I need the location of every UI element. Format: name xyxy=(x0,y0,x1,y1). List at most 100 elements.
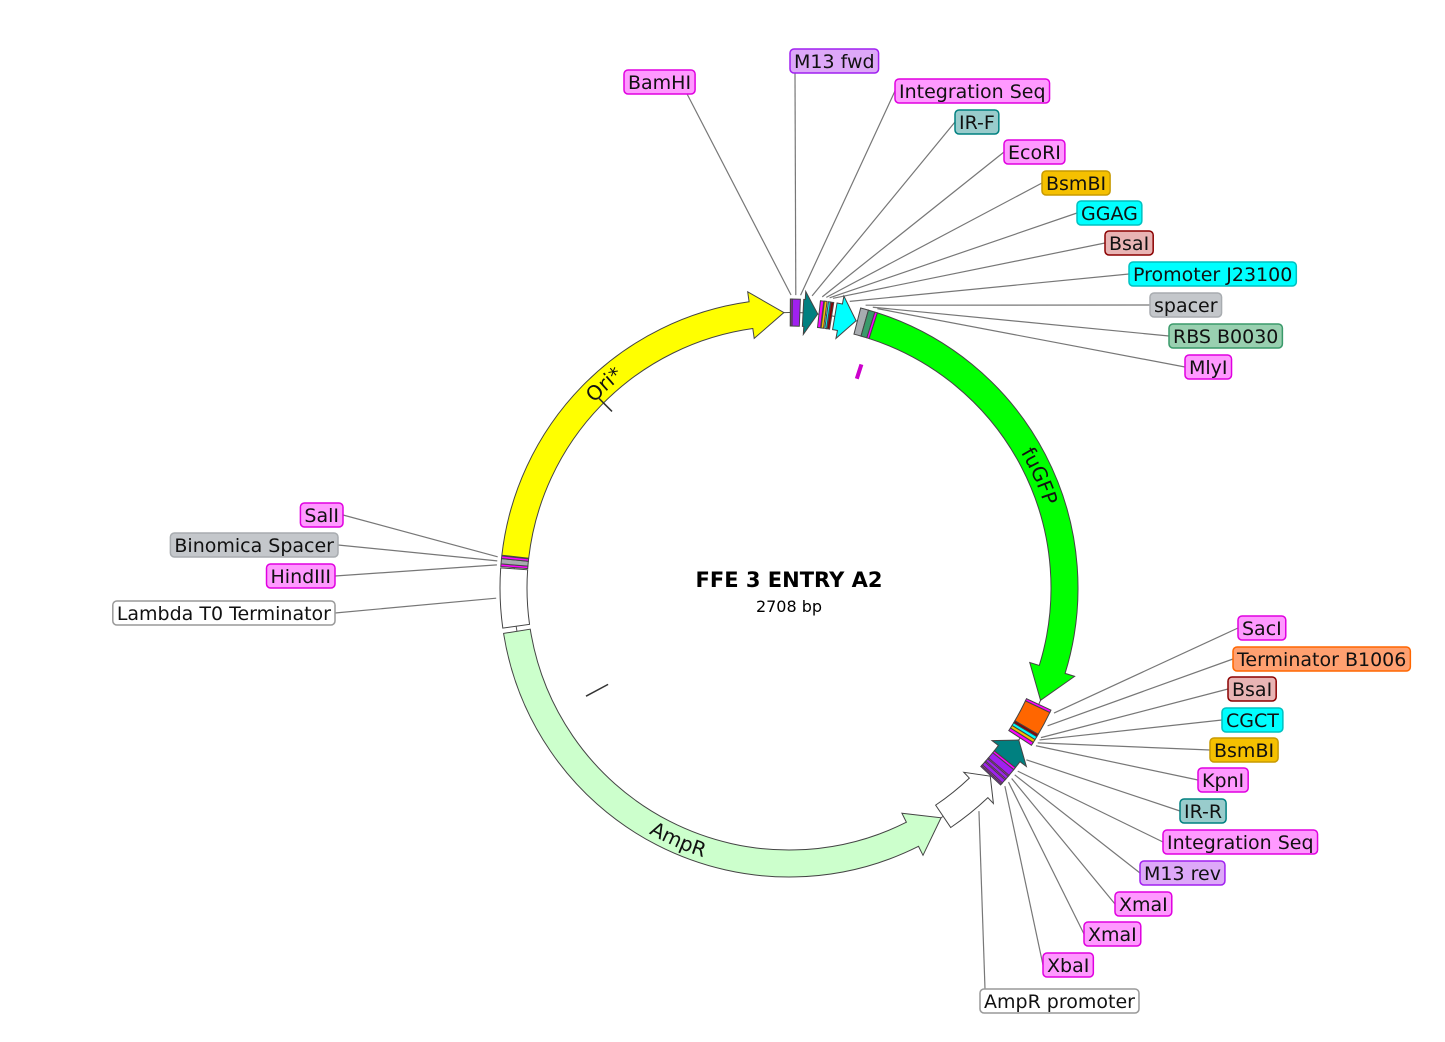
leader-line xyxy=(1053,627,1239,714)
feature-kpni[interactable] xyxy=(1008,727,1034,746)
plasmid-length: 2708 bp xyxy=(756,597,822,616)
annotation-mlyi[interactable]: MlyI xyxy=(1184,354,1233,380)
annotation-text: SalI xyxy=(304,505,339,527)
annotation-binomica-spacer[interactable]: Binomica Spacer xyxy=(169,532,339,558)
annotation-ir-r[interactable]: IR-R xyxy=(1179,798,1227,824)
position-tick xyxy=(597,396,613,412)
leader-line xyxy=(686,93,792,296)
leader-line xyxy=(821,151,1005,298)
feature-label-fugfp: fuGFP xyxy=(1016,443,1062,508)
annotation-box xyxy=(299,502,344,528)
annotation-kpni[interactable]: KpnI xyxy=(1197,767,1249,793)
annotation-saci[interactable]: SacI xyxy=(1237,615,1287,641)
annotation-text: IR-R xyxy=(1184,801,1222,823)
annotation-xmai[interactable]: XmaI xyxy=(1083,921,1142,947)
annotation-box xyxy=(1162,829,1319,855)
annotation-box xyxy=(1076,200,1143,226)
feature-xbai[interactable] xyxy=(980,763,1004,785)
annotation-integration-seq[interactable]: Integration Seq xyxy=(894,78,1051,104)
annotation-text: IR-F xyxy=(959,112,995,134)
annotation-text: Binomica Spacer xyxy=(174,535,334,557)
annotation-text: XmaI xyxy=(1088,924,1137,946)
annotation-m13-rev[interactable]: M13 rev xyxy=(1139,860,1226,886)
feature-ampr-promoter[interactable] xyxy=(934,771,995,829)
feature-ggag[interactable] xyxy=(824,301,831,330)
annotation-box xyxy=(1168,323,1284,349)
annotation-bamhi[interactable]: BamHI xyxy=(623,69,696,95)
leader-line xyxy=(342,514,498,558)
annotation-ggag[interactable]: GGAG xyxy=(1076,200,1143,226)
annotation-text: BamHI xyxy=(628,72,691,94)
annotation-box xyxy=(1184,354,1233,380)
feature-ecori[interactable] xyxy=(816,300,825,329)
feature-bsai[interactable] xyxy=(826,301,835,330)
annotation-m13-fwd[interactable]: M13 fwd xyxy=(789,48,880,74)
annotation-box xyxy=(1003,139,1066,165)
feature-ir-f[interactable] xyxy=(801,289,819,337)
leader-line xyxy=(794,72,797,296)
feature-fugfp[interactable] xyxy=(868,312,1079,702)
annotation-xmai[interactable]: XmaI xyxy=(1114,891,1173,917)
label-leader-lines xyxy=(334,72,1239,990)
leader-line xyxy=(811,121,956,297)
annotation-terminator-b1006[interactable]: Terminator B1006 xyxy=(1232,646,1412,672)
annotation-box xyxy=(623,69,696,95)
annotation-text: M13 fwd xyxy=(794,51,875,73)
annotation-text: BsmBI xyxy=(1214,740,1274,762)
annotation-text: SacI xyxy=(1242,618,1282,640)
annotation-cgct[interactable]: CGCT xyxy=(1221,707,1284,733)
leader-line xyxy=(872,306,1170,337)
annotation-text: MlyI xyxy=(1189,357,1228,379)
annotation-lambda-t0-terminator[interactable]: Lambda T0 Terminator xyxy=(112,600,336,626)
feature-xmai[interactable] xyxy=(984,760,1007,781)
leader-line xyxy=(849,273,1130,302)
annotation-box xyxy=(1197,767,1249,793)
annotation-bsmbi[interactable]: BsmBI xyxy=(1209,737,1279,763)
annotation-text: Promoter J23100 xyxy=(1133,264,1292,286)
feature-xmai[interactable] xyxy=(986,757,1010,778)
feature-ampr[interactable] xyxy=(503,628,942,878)
annotation-text: Lambda T0 Terminator xyxy=(117,603,331,625)
leader-line xyxy=(1017,770,1164,843)
annotation-box xyxy=(1227,676,1277,702)
leader-line xyxy=(334,564,497,577)
feature-bsmbi[interactable] xyxy=(820,300,828,329)
annotation-promoter-j23100[interactable]: Promoter J23100 xyxy=(1128,261,1298,287)
feature-ori[interactable] xyxy=(501,290,785,559)
annotation-text: AmpR promoter xyxy=(984,991,1135,1013)
annotation-box xyxy=(112,600,336,626)
plasmid-name: FFE 3 ENTRY A2 xyxy=(696,568,883,592)
annotation-bsai[interactable]: BsaI xyxy=(1227,676,1277,702)
leader-line xyxy=(978,811,986,990)
annotation-text: spacer xyxy=(1154,295,1218,317)
annotation-text: BsaI xyxy=(1232,679,1272,701)
annotation-ir-f[interactable]: IR-F xyxy=(954,109,1000,135)
annotation-ampr-promoter[interactable]: AmpR promoter xyxy=(979,988,1140,1014)
position-tick xyxy=(854,363,864,380)
position-tick xyxy=(585,683,609,697)
feature-m13-rev[interactable] xyxy=(980,752,1015,786)
leader-line xyxy=(337,544,498,562)
annotation-bsai[interactable]: BsaI xyxy=(1104,230,1154,256)
annotation-box xyxy=(265,563,336,589)
annotation-xbai[interactable]: XbaI xyxy=(1042,952,1095,978)
feature-promoter-j23100[interactable] xyxy=(831,294,857,340)
annotation-integration-seq[interactable]: Integration Seq xyxy=(1162,829,1319,855)
feature-lambda-t0-terminator[interactable] xyxy=(499,567,531,629)
leader-line xyxy=(1014,774,1141,874)
annotation-text: CGCT xyxy=(1226,710,1279,732)
annotation-text: RBS B0030 xyxy=(1173,326,1278,348)
leader-line xyxy=(832,242,1106,299)
annotation-box xyxy=(1042,952,1095,978)
annotation-sali[interactable]: SalI xyxy=(299,502,344,528)
annotation-bsmbi[interactable]: BsmBI xyxy=(1041,170,1111,196)
feature-bamhi[interactable] xyxy=(790,298,793,327)
annotation-hindiii[interactable]: HindIII xyxy=(265,563,336,589)
feature-sali[interactable] xyxy=(500,555,530,562)
annotation-ecori[interactable]: EcoRI xyxy=(1003,139,1066,165)
annotation-box xyxy=(169,532,339,558)
annotation-box xyxy=(1083,921,1142,947)
annotation-spacer[interactable]: spacer xyxy=(1149,292,1223,318)
annotation-rbs-b0030[interactable]: RBS B0030 xyxy=(1168,323,1284,349)
